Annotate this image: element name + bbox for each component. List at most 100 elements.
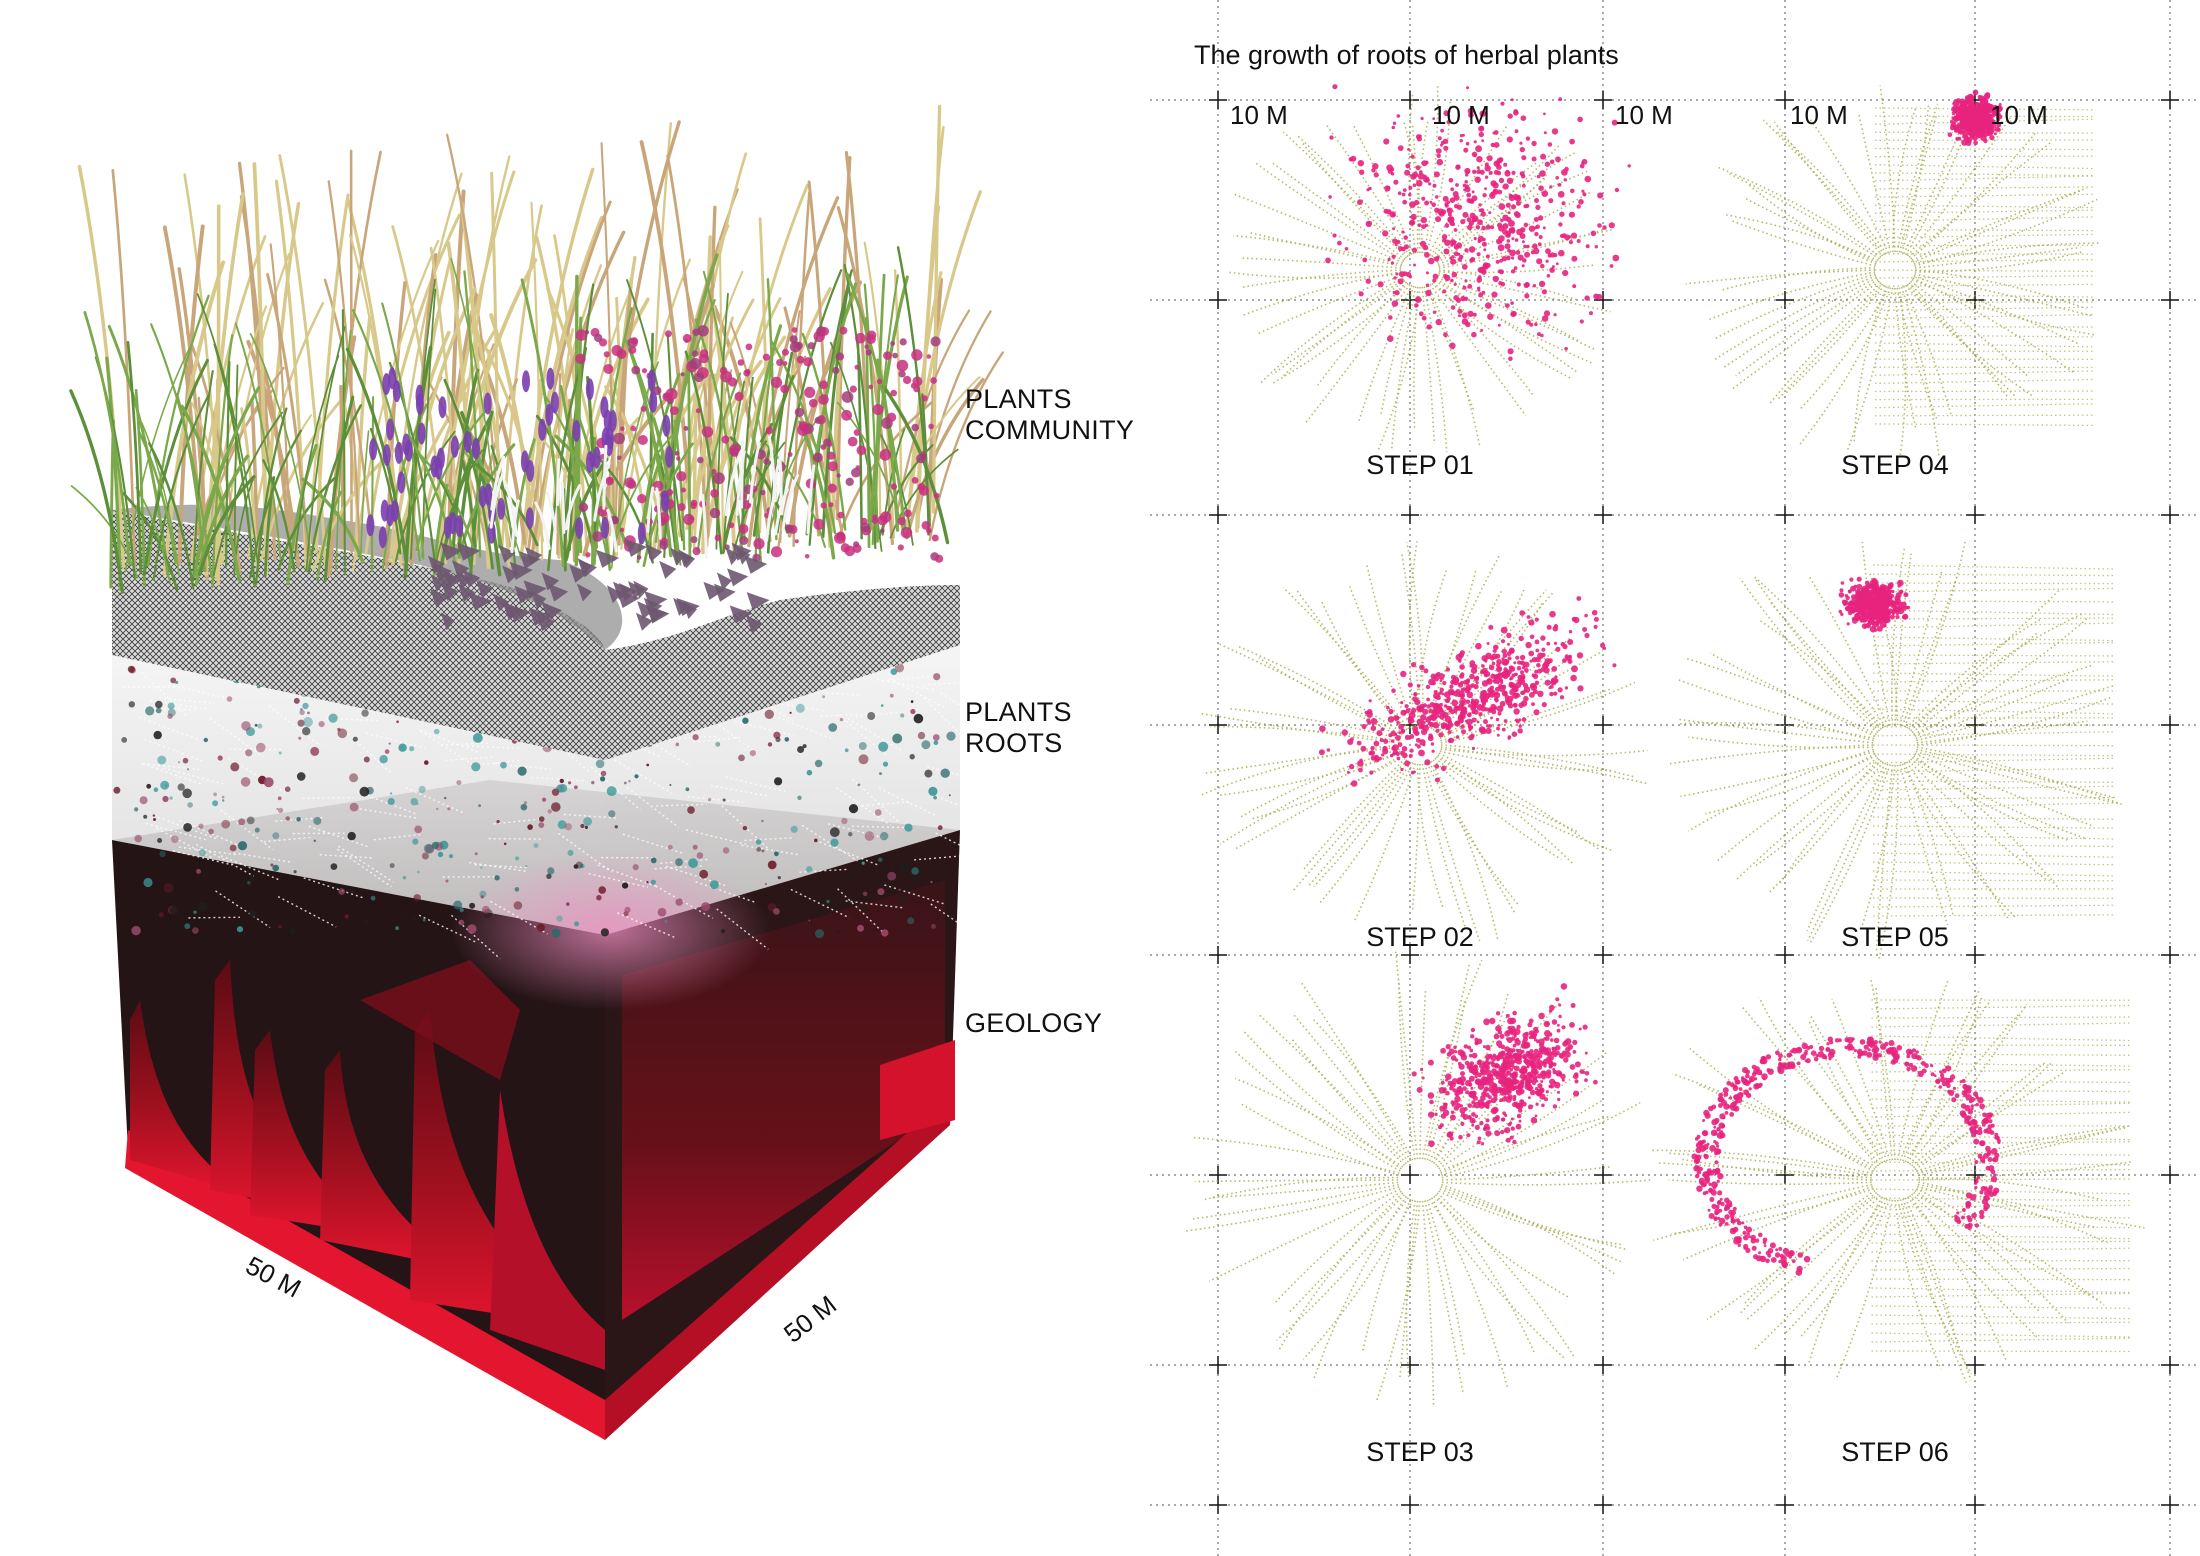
root-tip xyxy=(1994,1132,1999,1137)
root-tip xyxy=(1391,688,1396,693)
root-tip xyxy=(1461,698,1467,703)
grass-blade xyxy=(762,441,826,548)
root-tip xyxy=(1449,1114,1456,1121)
soil-particle xyxy=(284,786,291,792)
root-tip xyxy=(1409,748,1414,753)
root-tip xyxy=(1487,1073,1493,1080)
root-tip xyxy=(1870,600,1875,605)
soil-particle xyxy=(293,697,300,704)
root-tip xyxy=(1454,1058,1459,1062)
root-tip xyxy=(1496,672,1504,680)
soil-particle xyxy=(675,898,683,906)
grass-blade xyxy=(177,224,205,566)
root-line xyxy=(1917,1183,2145,1229)
root-tip xyxy=(1540,635,1546,641)
lavender-spike xyxy=(649,390,658,413)
root-tip xyxy=(1837,1038,1842,1043)
soil-particle xyxy=(229,844,237,852)
flower xyxy=(743,369,751,377)
root-tip xyxy=(1474,1075,1478,1079)
root-tip xyxy=(1471,717,1477,723)
root-tip xyxy=(1484,162,1489,167)
lavender-spike xyxy=(386,504,395,527)
flower xyxy=(797,424,809,436)
root-line xyxy=(1687,748,1874,832)
soil-particle xyxy=(755,839,762,845)
root-line xyxy=(1421,959,1483,1160)
grass-blade xyxy=(701,494,708,560)
grid-scale-label: 10 M xyxy=(1790,100,1848,130)
root-tip xyxy=(1892,1057,1899,1064)
flower xyxy=(677,503,686,512)
flower xyxy=(613,432,625,445)
root-tip xyxy=(1500,1069,1506,1075)
root-tips xyxy=(1947,89,2003,146)
grass-blade xyxy=(655,487,662,540)
flower xyxy=(853,429,861,436)
root-tip xyxy=(1856,576,1862,582)
root-tip xyxy=(1988,1165,1995,1172)
soil-particle xyxy=(444,796,447,800)
root-tip xyxy=(1450,187,1455,192)
root-tip xyxy=(1420,728,1428,735)
grass-blade xyxy=(749,441,761,504)
root-tip xyxy=(1490,685,1494,690)
soil-particle xyxy=(595,759,605,769)
root-tip xyxy=(1537,1083,1543,1089)
root-tip xyxy=(1498,281,1503,286)
lavender-spike xyxy=(417,422,426,445)
root-tip xyxy=(1945,1065,1952,1072)
root-tip xyxy=(1729,1096,1733,1100)
root-tip xyxy=(1698,1166,1703,1172)
root-tip xyxy=(1508,220,1515,227)
root-tip xyxy=(1500,626,1508,634)
soil-particle xyxy=(687,806,695,814)
step-label: STEP 02 xyxy=(1366,922,1474,952)
root-tip xyxy=(1711,1203,1717,1210)
soil-particle xyxy=(930,880,933,884)
grass-blade xyxy=(607,256,637,537)
soil-particle xyxy=(302,717,313,727)
flower xyxy=(585,552,591,558)
root-tip xyxy=(1437,136,1442,141)
root-tip xyxy=(1579,319,1584,324)
root-tip xyxy=(1410,662,1417,668)
leaf xyxy=(725,547,740,566)
root-tip xyxy=(1990,106,1996,113)
root-tip xyxy=(1366,188,1370,192)
root-line xyxy=(1894,1199,1942,1370)
root-tip xyxy=(1906,605,1911,610)
root-tip xyxy=(1369,770,1374,775)
root-tip xyxy=(1483,719,1488,725)
grass-blade xyxy=(83,310,131,566)
root-tip xyxy=(1555,646,1561,652)
grass-blade xyxy=(269,243,292,563)
flower xyxy=(933,492,940,499)
root-tip xyxy=(1890,614,1895,620)
root-tip xyxy=(1585,244,1590,249)
flower xyxy=(855,332,866,344)
root-streak xyxy=(914,855,963,861)
root-tip xyxy=(1550,1050,1556,1056)
soil-particle xyxy=(423,843,434,854)
soil-particle xyxy=(237,841,248,851)
root-line xyxy=(1192,1183,1399,1220)
lavender-spike xyxy=(378,526,387,549)
root-line xyxy=(1308,760,1410,887)
root-tip xyxy=(1538,280,1546,288)
root-tip xyxy=(1435,728,1440,733)
root-tip xyxy=(1593,616,1599,622)
root-tip xyxy=(1478,125,1485,132)
root-tip xyxy=(1503,162,1508,167)
root-tip xyxy=(1359,169,1365,175)
step-panel xyxy=(1226,83,1631,453)
lavender-spike xyxy=(448,512,457,535)
root-tip xyxy=(1481,696,1487,702)
root-tip xyxy=(1449,220,1455,226)
root-tip xyxy=(1854,614,1862,622)
root-tip xyxy=(1370,745,1375,751)
root-tip xyxy=(1443,704,1448,708)
root-tip xyxy=(1429,1099,1434,1105)
root-tip xyxy=(1840,612,1844,616)
root-tip xyxy=(1549,684,1554,689)
